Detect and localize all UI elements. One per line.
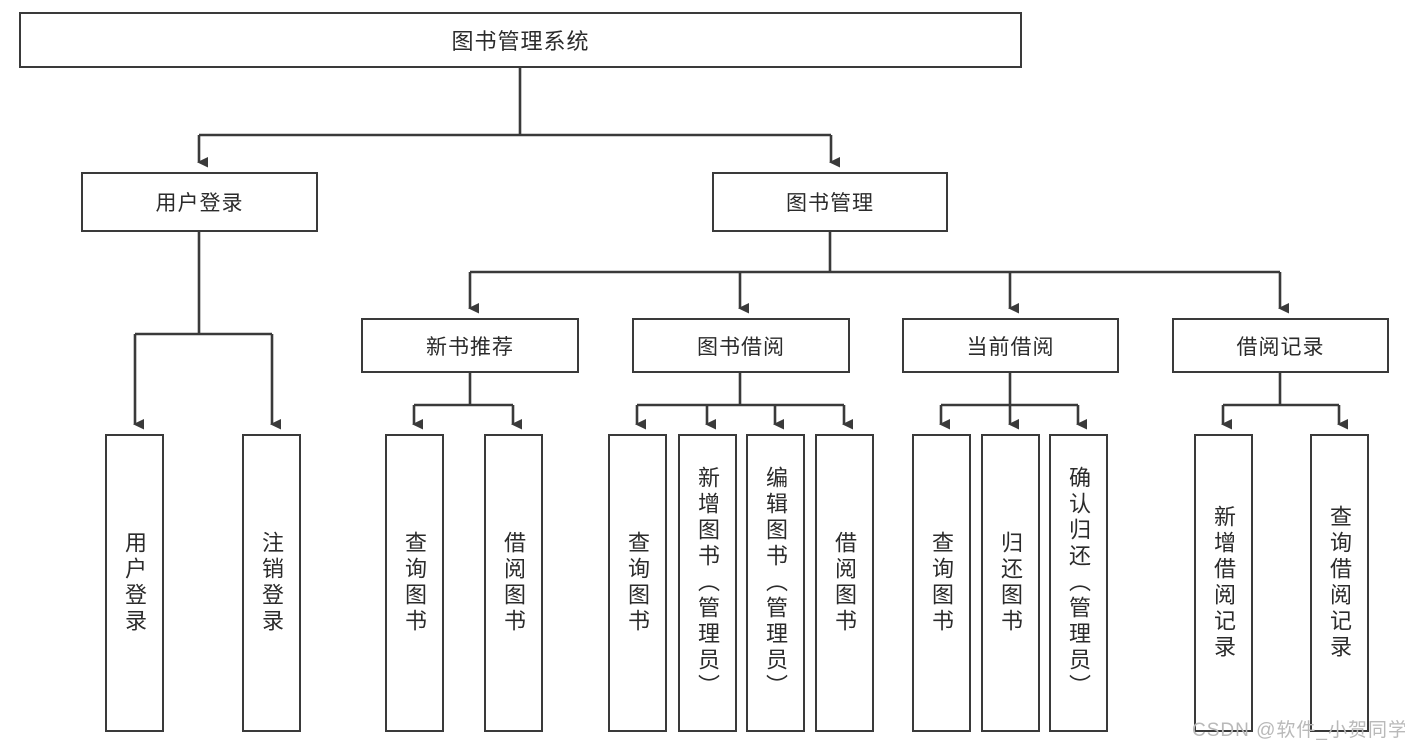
leaf-record-add-record[interactable]: 新增借阅记录 — [1194, 434, 1253, 732]
node-label: 查询图书 — [929, 531, 955, 635]
node-label: 编辑图书（管理员） — [763, 466, 789, 700]
node-label: 借阅图书 — [501, 531, 527, 635]
leaf-borrow-query-book[interactable]: 查询图书 — [608, 434, 667, 732]
leaf-user-login-signout[interactable]: 注销登录 — [242, 434, 301, 732]
leaf-current-query-book[interactable]: 查询图书 — [912, 434, 971, 732]
leaf-user-login-signin[interactable]: 用户登录 — [105, 434, 164, 732]
node-label: 当前借阅 — [966, 335, 1055, 359]
node-label: 借阅记录 — [1236, 335, 1325, 359]
node-label: 用户登录 — [122, 531, 148, 635]
node-user-login[interactable]: 用户登录 — [81, 172, 318, 232]
node-label: 图书管理系统 — [451, 29, 590, 54]
leaf-borrow-add-book-admin[interactable]: 新增图书（管理员） — [678, 434, 737, 732]
leaf-borrow-edit-book-admin[interactable]: 编辑图书（管理员） — [746, 434, 805, 732]
node-label: 借阅图书 — [832, 531, 858, 635]
node-label: 新增图书（管理员） — [695, 466, 721, 700]
node-label: 确认归还（管理员） — [1066, 466, 1092, 700]
leaf-current-confirm-return-admin[interactable]: 确认归还（管理员） — [1049, 434, 1108, 732]
node-label: 注销登录 — [259, 531, 285, 635]
leaf-recommend-borrow-book[interactable]: 借阅图书 — [484, 434, 543, 732]
node-label: 图书管理 — [786, 192, 874, 215]
node-root-system[interactable]: 图书管理系统 — [19, 12, 1022, 68]
node-label: 新书推荐 — [426, 335, 514, 359]
leaf-recommend-query-book[interactable]: 查询图书 — [385, 434, 444, 732]
node-borrow-record[interactable]: 借阅记录 — [1172, 318, 1389, 373]
node-label: 用户登录 — [155, 192, 244, 215]
node-label: 查询图书 — [402, 531, 428, 635]
node-current-borrow[interactable]: 当前借阅 — [902, 318, 1119, 373]
node-new-book-recommend[interactable]: 新书推荐 — [361, 318, 579, 373]
node-label: 查询借阅记录 — [1327, 505, 1353, 661]
leaf-current-return-book[interactable]: 归还图书 — [981, 434, 1040, 732]
node-label: 归还图书 — [998, 531, 1024, 635]
leaf-record-query-record[interactable]: 查询借阅记录 — [1310, 434, 1369, 732]
node-label: 图书借阅 — [697, 335, 785, 359]
node-book-borrow[interactable]: 图书借阅 — [632, 318, 850, 373]
node-label: 新增借阅记录 — [1211, 505, 1237, 661]
node-label: 查询图书 — [625, 531, 651, 635]
leaf-borrow-borrow-book[interactable]: 借阅图书 — [815, 434, 874, 732]
node-book-management[interactable]: 图书管理 — [712, 172, 948, 232]
